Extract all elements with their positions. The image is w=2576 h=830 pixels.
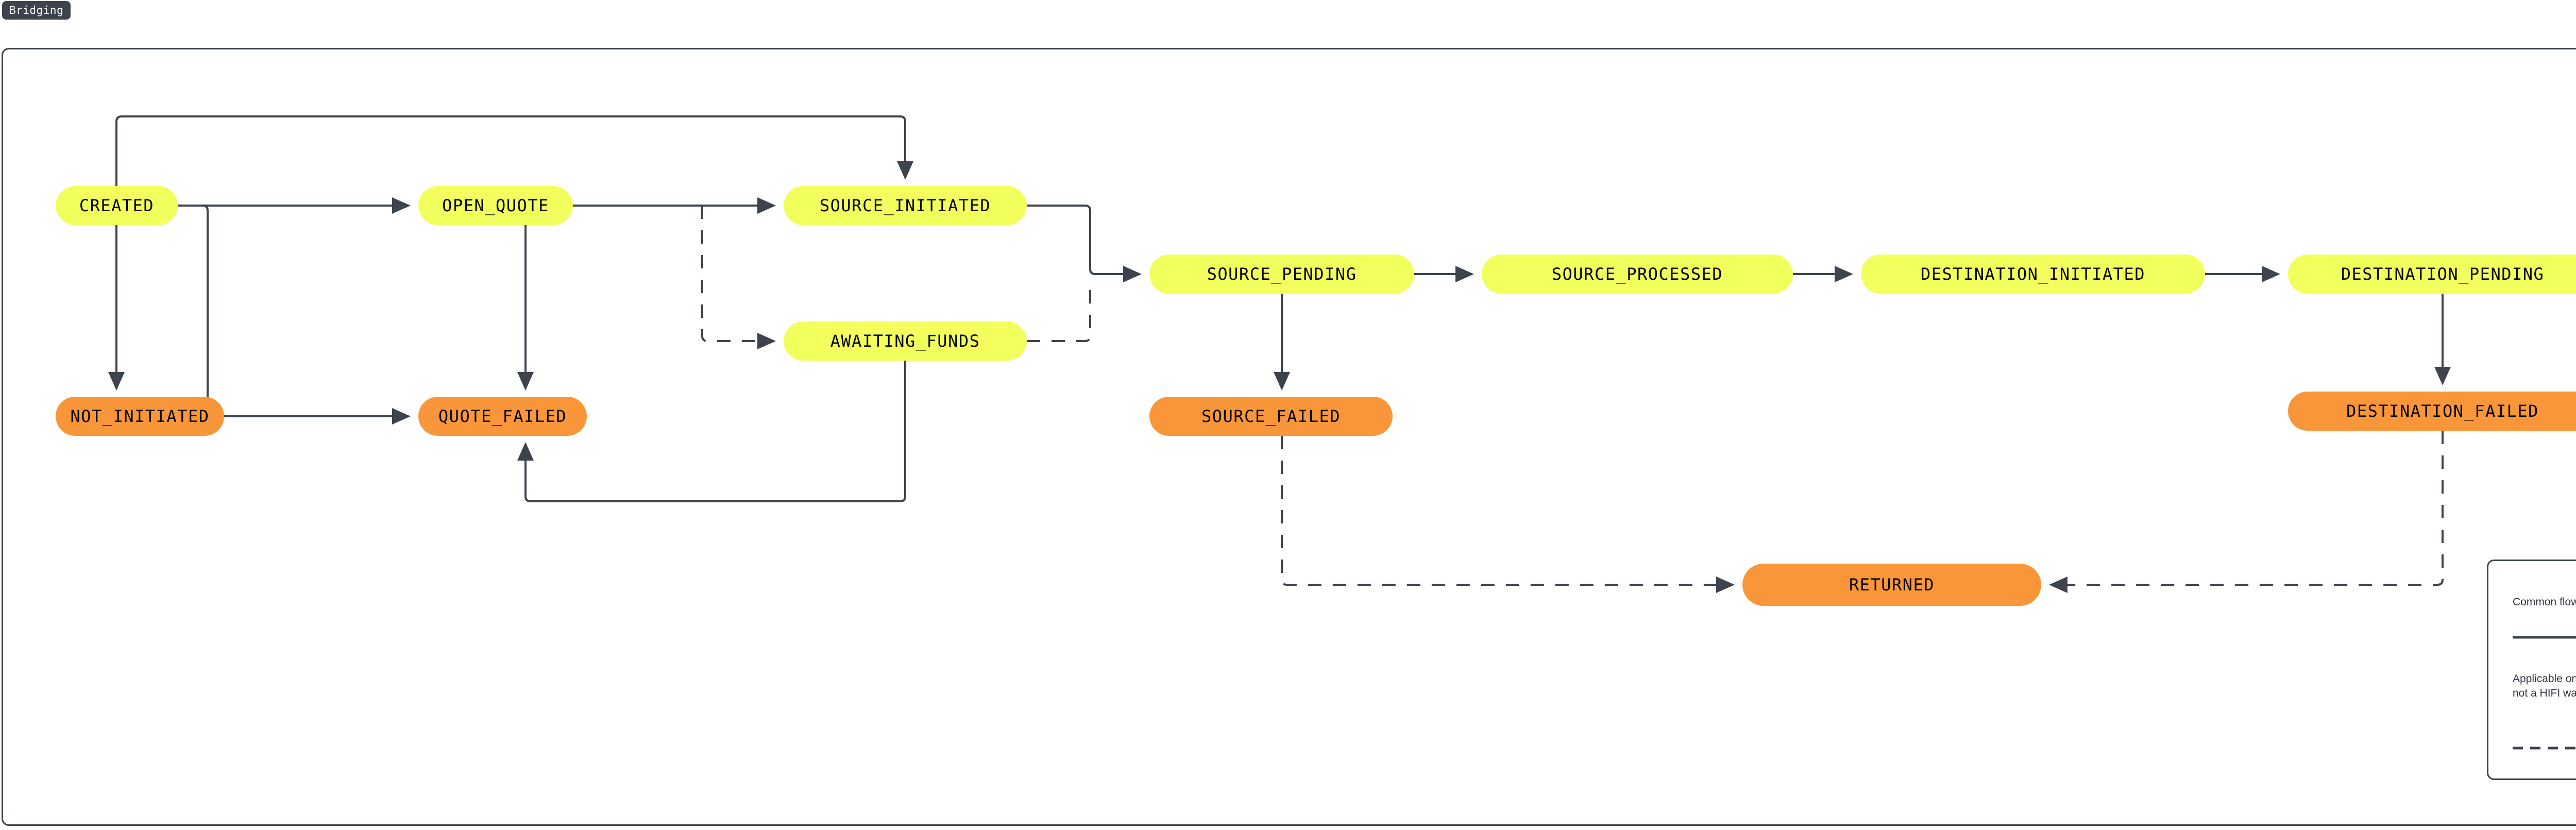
node-awaiting-funds[interactable]: AWAITING_FUNDS (784, 321, 1027, 361)
node-destination-initiated[interactable]: DESTINATION_INITIATED (1861, 255, 2205, 294)
legend-dashed-note-label: Applicable only when the source is not a… (2513, 673, 2576, 700)
legend-arrow-layer (2513, 636, 2576, 750)
node-source-pending[interactable]: SOURCE_PENDING (1149, 255, 1414, 294)
node-destination-failed[interactable]: DESTINATION_FAILED (2288, 392, 2576, 431)
node-source-initiated[interactable]: SOURCE_INITIATED (784, 186, 1027, 225)
diagram-frame-border (2, 48, 2576, 826)
node-not-initiated[interactable]: NOT_INITIATED (56, 397, 224, 436)
node-destination-pending[interactable]: DESTINATION_PENDING (2288, 255, 2576, 294)
node-source-failed[interactable]: SOURCE_FAILED (1149, 397, 1393, 436)
node-returned[interactable]: RETURNED (1742, 564, 2041, 606)
node-source-processed[interactable]: SOURCE_PROCESSED (1482, 255, 1793, 294)
legend-panel: Common flow Applicable only when the sou… (2487, 560, 2576, 780)
node-open-quote[interactable]: OPEN_QUOTE (418, 186, 573, 225)
diagram-title-chip: Bridging (2, 1, 71, 20)
node-quote-failed[interactable]: QUOTE_FAILED (418, 397, 587, 436)
node-created[interactable]: CREATED (56, 186, 178, 225)
legend-common-flow-label: Common flow (2513, 596, 2576, 608)
